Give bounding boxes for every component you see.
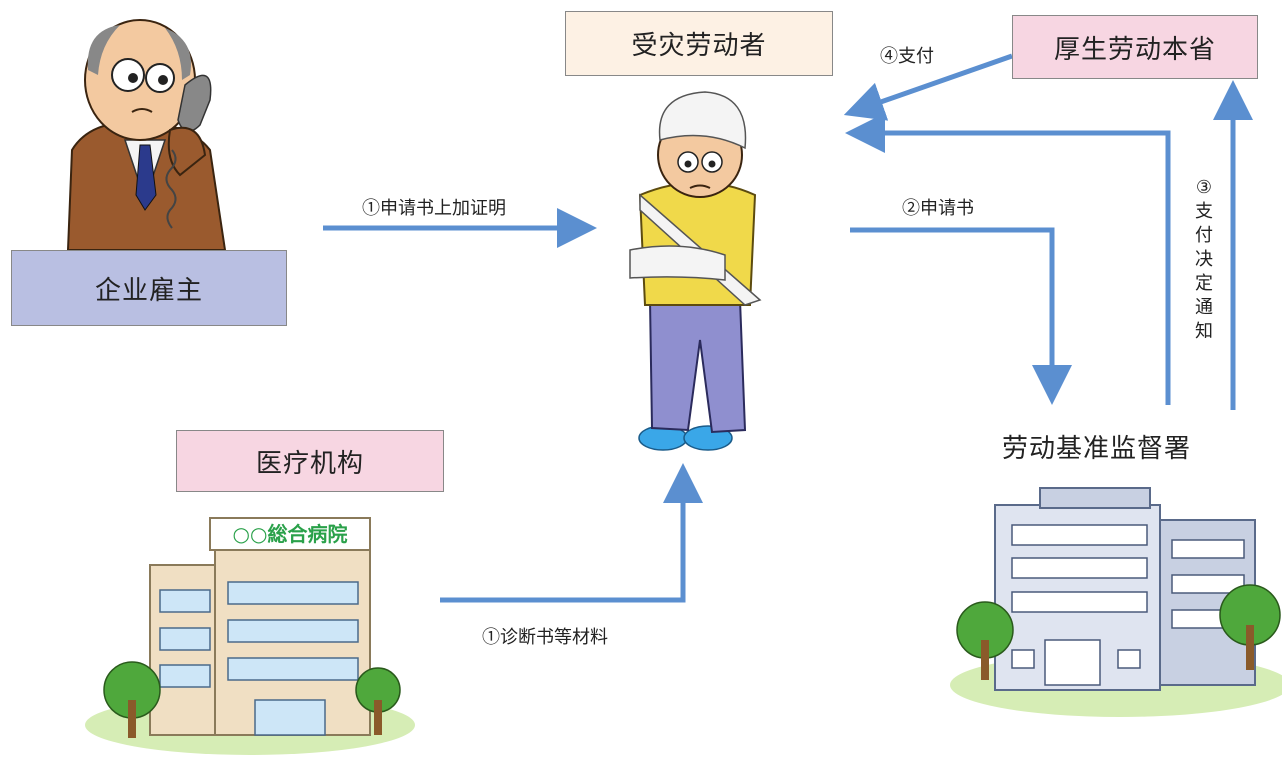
edge-label-application: ②申请书 xyxy=(902,198,974,219)
hospital-sign: ○○総合病院 xyxy=(233,522,348,546)
edge-label-payment: ④支付 xyxy=(880,46,934,67)
injured-worker-illustration xyxy=(629,91,762,451)
notice-char: 通 xyxy=(1195,297,1213,318)
edge-label-decision-notice: ③ 支 付 决 定 通 知 xyxy=(1192,176,1216,344)
medical-label: 医疗机构 xyxy=(255,448,364,479)
employer-box: 企业雇主 xyxy=(11,250,287,326)
employer-on-phone-illustration xyxy=(66,19,227,251)
bureau-label: 劳动基准监督署 xyxy=(1002,434,1192,464)
arrow-ministry-to-worker xyxy=(843,53,1013,121)
ministry-box: 厚生劳动本省 xyxy=(1012,15,1258,79)
ministry-label: 厚生劳动本省 xyxy=(1053,34,1216,65)
victim-box: 受灾劳动者 xyxy=(565,11,833,76)
notice-char: 决 xyxy=(1195,249,1213,270)
medical-box: 医疗机构 xyxy=(176,430,444,492)
arrow-bureau-to-worker xyxy=(845,113,1171,405)
edge-label-medical-docs: ①诊断书等材料 xyxy=(482,627,608,648)
labor-bureau-building-illustration xyxy=(950,487,1282,717)
arrow-worker-to-bureau xyxy=(850,227,1072,405)
notice-char: 知 xyxy=(1195,321,1213,342)
notice-char: 定 xyxy=(1195,273,1213,294)
hospital-building-illustration xyxy=(85,517,415,755)
victim-label: 受灾劳动者 xyxy=(631,31,767,61)
edge-label-employer-cert: ①申请书上加证明 xyxy=(362,198,506,219)
notice-char: 支 xyxy=(1195,201,1213,222)
notice-char: 付 xyxy=(1195,225,1213,246)
employer-label: 企业雇主 xyxy=(94,275,203,306)
arrow-hospital-to-worker xyxy=(440,463,703,603)
notice-char: ③ xyxy=(1195,177,1213,198)
